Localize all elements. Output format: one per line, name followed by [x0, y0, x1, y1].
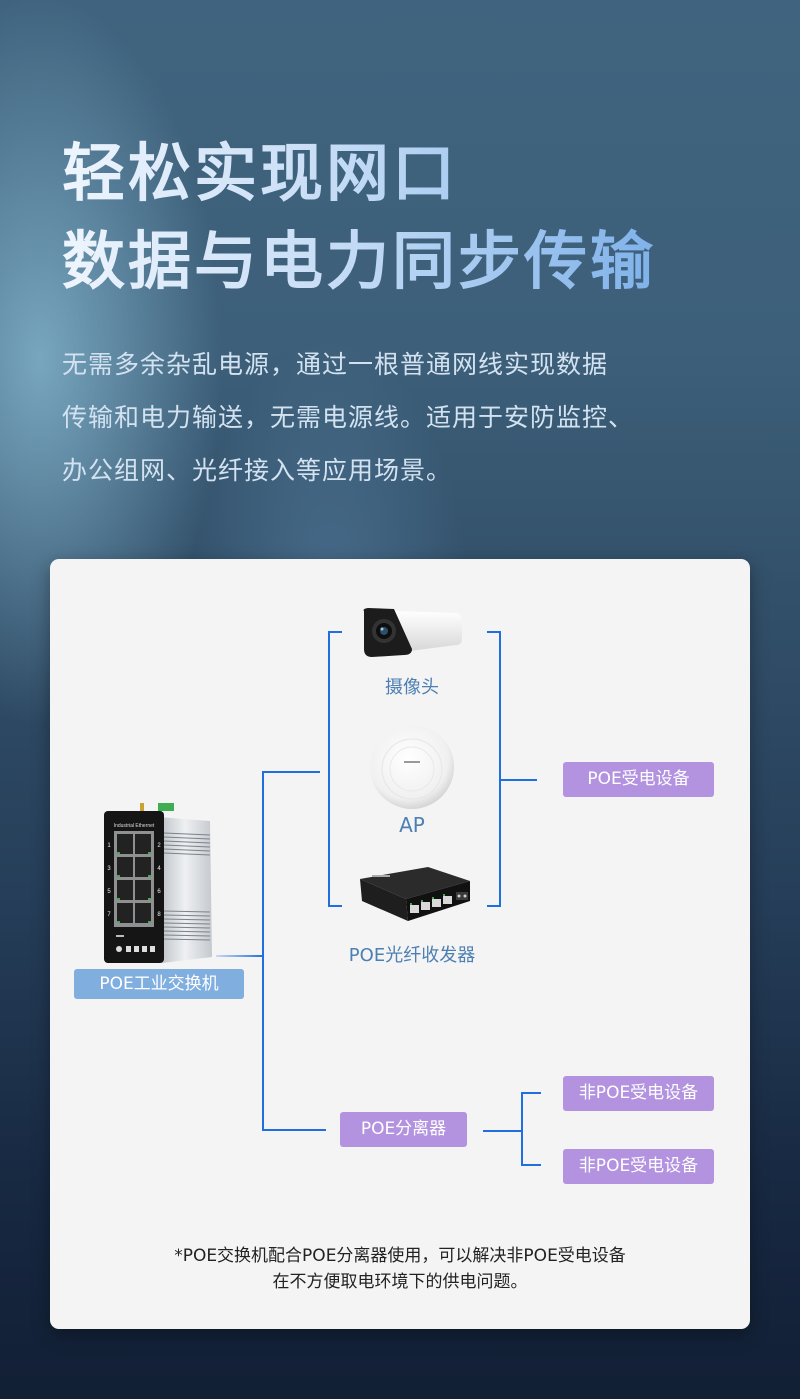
right-bracket-vertical — [499, 631, 501, 907]
camera-label: 摄像头 — [385, 677, 439, 698]
fiber-transceiver-icon — [360, 867, 470, 921]
port-number: 6 — [157, 889, 161, 895]
camera-icon — [363, 608, 462, 657]
splitter-fork-vertical — [521, 1092, 523, 1166]
left-bracket-vertical — [328, 631, 330, 907]
description-line-2: 传输和电力输送，无需电源线。适用于安防监控、 — [62, 403, 635, 432]
right-bracket-top — [487, 631, 501, 633]
switch-panel-text: Industrial Ethernet — [114, 823, 155, 829]
poe-splitter-tag: POE分离器 — [340, 1112, 467, 1147]
port-number: 4 — [157, 866, 161, 872]
port-number: 8 — [157, 912, 161, 918]
footnote-line-1: *POE交换机配合POE分离器使用，可以解决非POE受电设备 — [174, 1246, 626, 1266]
description-line-3: 办公组网、光纤接入等应用场景。 — [62, 456, 453, 485]
port-number: 3 — [107, 866, 111, 872]
page-title: 轻松实现网口 数据与电力同步传输 — [62, 130, 656, 306]
diagram-card: Industrial Ethernet 1 2 3 4 5 6 7 8 — [50, 559, 750, 1329]
port-number: 1 — [107, 843, 111, 849]
ap-label: AP — [399, 813, 425, 837]
splitter-out — [483, 1130, 523, 1132]
footnote: *POE交换机配合POE分离器使用，可以解决非POE受电设备 在不方便取电环境下… — [50, 1243, 750, 1295]
non-poe-device-tag: 非POE受电设备 — [563, 1149, 714, 1184]
switch-connector — [216, 955, 264, 957]
port-number: 7 — [107, 912, 111, 918]
splitter-fork-top — [521, 1092, 541, 1094]
description-line-1: 无需多余杂乱电源，通过一根普通网线实现数据 — [62, 350, 609, 379]
footnote-line-2: 在不方便取电环境下的供电问题。 — [272, 1272, 528, 1292]
port-number: 2 — [157, 843, 161, 849]
industrial-switch-icon: Industrial Ethernet 1 2 3 4 5 6 7 8 — [104, 803, 212, 963]
left-bracket-top — [328, 631, 342, 633]
port-number: 5 — [107, 889, 111, 895]
left-bracket-bottom — [328, 905, 342, 907]
right-bracket-to-tag — [499, 779, 537, 781]
switch-label: POE工业交换机 — [74, 969, 244, 999]
trunk-vertical — [262, 771, 264, 1131]
access-point-icon — [370, 725, 454, 809]
title-line-2: 数据与电力同步传输 — [62, 225, 656, 298]
poe-powered-devices-tag: POE受电设备 — [563, 762, 714, 797]
fiber-transceiver-label: POE光纤收发器 — [348, 945, 476, 966]
title-line-1: 轻松实现网口 — [62, 137, 458, 210]
trunk-to-poe-group — [262, 771, 320, 773]
trunk-to-splitter — [262, 1129, 326, 1131]
splitter-fork-bottom — [521, 1164, 541, 1166]
right-bracket-bottom — [487, 905, 501, 907]
description: 无需多余杂乱电源，通过一根普通网线实现数据 传输和电力输送，无需电源线。适用于安… — [62, 338, 742, 497]
non-poe-device-tag: 非POE受电设备 — [563, 1076, 714, 1111]
